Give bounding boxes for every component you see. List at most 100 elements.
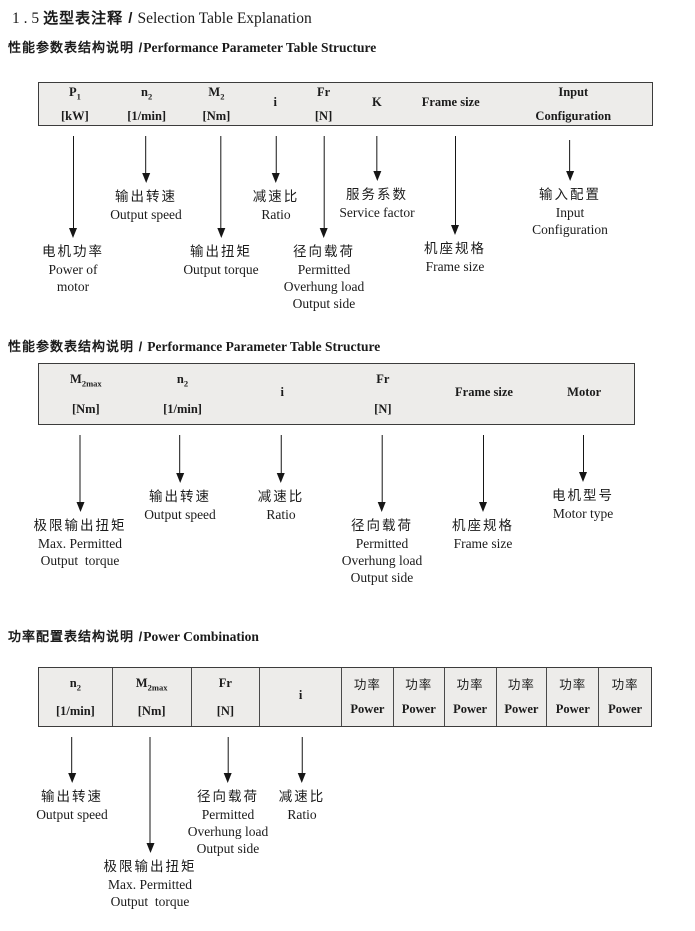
s3-col-power-1-en: Power [350, 702, 385, 716]
s3-col-power-1: 功率 Power [342, 668, 394, 726]
s3-col-fr-symbol: Fr [218, 675, 232, 690]
down-arrow-icon [298, 773, 306, 783]
s3-col-power-1-zh: 功率 [353, 678, 381, 692]
s1-col-fr: Fr [N] [300, 83, 347, 125]
down-arrow-icon [69, 228, 77, 238]
down-arrow-icon [146, 843, 154, 853]
arrow-shaft [582, 435, 584, 472]
section3-heading: 功率配置表结构说明 /Power Combination [8, 626, 259, 646]
s2-col-fr: Fr [N] [332, 364, 434, 424]
s3-col-m2max-unit: [Nm] [137, 704, 166, 719]
s1-col-p1: P1[kW] [39, 83, 111, 125]
s3-col-n2: n2[1/min] [39, 668, 113, 726]
s2-col-fr-symbol: Fr [376, 371, 390, 386]
arrow-shaft [301, 737, 303, 773]
down-arrow-icon [579, 472, 587, 482]
down-arrow-icon [277, 473, 285, 483]
page-title-en: Selection Table Explanation [137, 10, 312, 27]
s1-col-p1-symbol: P1 [68, 85, 81, 102]
s3-col-m2max: M2max[Nm] [113, 668, 192, 726]
section1-header-bar: P1[kW] n2[1/min] M2[Nm] i Fr[N] K Frame … [38, 82, 653, 126]
section-number: 1 . 5 [12, 10, 40, 27]
s1-col-n2-unit: [1/min] [127, 108, 167, 123]
s1-col-i: i [250, 83, 300, 125]
s2-col-motor-label: Motor [567, 384, 602, 399]
s2-col-fr-unit: [N] [374, 402, 392, 417]
s1-col-frame-size-label: Frame size [421, 94, 480, 109]
s1-col-frame-size: Frame size [407, 83, 495, 125]
s3-col-i-symbol: i [298, 687, 303, 702]
s3-col-power-6-en: Power [608, 702, 643, 716]
down-arrow-icon [142, 173, 150, 183]
s2-col-n2-unit: [1/min] [163, 402, 202, 417]
section2-heading-en: Performance Parameter Table Structure [147, 339, 381, 354]
arrow-shaft [482, 435, 484, 502]
s3-col-n2-unit: [1/min] [55, 704, 95, 719]
page-title: 1 . 5 选型表注释 / Selection Table Explanatio… [12, 7, 312, 28]
section2-heading: 性能参数表结构说明 / Performance Parameter Table … [8, 336, 380, 356]
arrow-shaft [227, 737, 229, 773]
s2-col-m2max-symbol: M2max [70, 371, 102, 389]
arrow-shaft [323, 136, 325, 228]
s1-col-input-label: Input [558, 85, 589, 100]
arrow-shaft [72, 136, 74, 228]
down-arrow-icon [68, 773, 76, 783]
s3-col-power-2-zh: 功率 [405, 678, 433, 692]
section2-header-bar: M2max[Nm] n2[1/min] i Fr[N] Frame size M… [38, 363, 635, 425]
s1-col-fr-unit: [N] [314, 108, 333, 123]
down-arrow-icon [377, 502, 386, 512]
s2-col-frame-size-label: Frame size [455, 384, 513, 399]
arrow-shaft [220, 136, 222, 228]
down-arrow-icon [76, 502, 84, 512]
s1-col-fr-symbol: Fr [316, 85, 331, 100]
s3-col-power-5-en: Power [555, 702, 590, 716]
s3-col-fr-unit: [N] [216, 704, 235, 719]
arrow-shaft [280, 435, 282, 473]
s1-col-i-symbol: i [273, 94, 277, 109]
down-arrow-icon [217, 228, 225, 238]
arrow-shaft [79, 435, 81, 502]
s2-col-m2max-unit: [Nm] [71, 402, 100, 417]
down-arrow-icon [451, 225, 459, 235]
down-arrow-icon [319, 228, 328, 238]
s2-col-n2-symbol: n2 [176, 371, 189, 389]
down-arrow-icon [479, 502, 487, 512]
s1-col-m2-unit: [Nm] [202, 108, 231, 123]
down-arrow-icon [176, 473, 184, 483]
s2-col-m2max: M2max [Nm] [39, 364, 133, 424]
arrow-shaft [71, 737, 73, 773]
down-arrow-icon [566, 171, 574, 181]
s3-col-fr: Fr [N] [192, 668, 261, 726]
arrow-shaft [376, 136, 378, 171]
section1-heading: 性能参数表结构说明 /Performance Parameter Table S… [8, 37, 376, 57]
s1-col-m2: M2[Nm] [183, 83, 251, 125]
